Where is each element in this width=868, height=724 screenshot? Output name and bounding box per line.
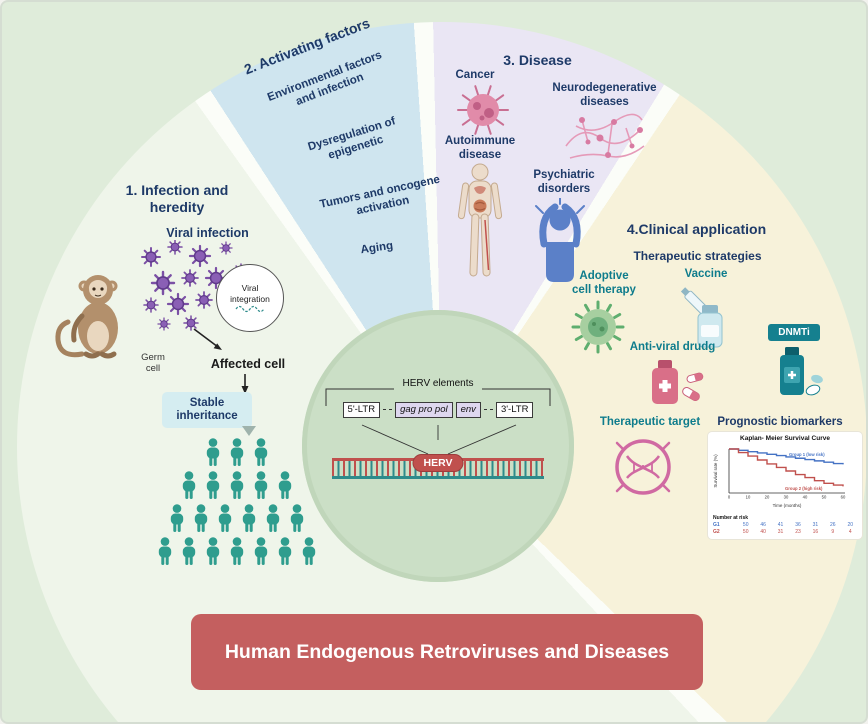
svg-text:60: 60 [841,495,846,500]
svg-text:50: 50 [822,495,827,500]
herv-elements-label: HERV elements [402,378,474,389]
svg-text:20: 20 [765,495,770,500]
population-crowd-icon [158,438,316,565]
km-legend-high-risk: Group 2 (high risk) [785,486,823,491]
km-x-ticks: 0 10 20 30 40 50 60 [728,495,846,500]
km-xlabel: Time (months) [773,503,802,508]
km-series-low-risk [729,448,844,465]
km-chart-plot: Survival rate (%) Time (months) Group 1 … [713,448,846,508]
antiviral-bottle-icon [652,360,704,404]
ltr3-box: 3'-LTR [495,402,534,418]
km-chart-title: Kaplan- Meier Survival Curve [740,435,830,442]
viral-integration-circle: Viral integration [216,264,284,332]
viral-infection-label: Viral infection [166,226,249,240]
svg-text:10: 10 [746,495,751,500]
dash-connector [383,409,393,411]
psychiatric-label: Psychiatric disorders [533,169,595,195]
svg-text:0: 0 [728,495,731,500]
provirus-structure: 5'-LTR gag pro pol env 3'-LTR [310,402,566,418]
inheritance-arrow-icon [241,374,249,394]
autoimmune-label: Autoimmune disease [444,135,516,161]
dna-target-icon [615,439,671,495]
env-box: env [455,402,481,418]
dash-connector [483,409,493,411]
infection-arrow-icon [193,328,222,350]
bracket-lines [325,388,551,406]
affected-cell-label: Affected cell [210,357,286,371]
km-series-high-risk [729,448,844,487]
viral-integration-label: Viral integration [230,283,270,304]
section1-title: 1. Infection and heredity [125,182,229,215]
km-risk-title: Number at risk [713,515,749,521]
stable-inheritance-box: Stable inheritance [162,392,252,428]
svg-text:40: 40 [803,495,808,500]
antiviral-drug-label: Anti-viral drudg [629,341,716,353]
section3-title: 3. Disease [503,52,572,68]
km-ylabel: Survival rate (%) [713,454,718,488]
dna-squiggle-icon [235,305,265,312]
banner-title: Human Endogenous Retroviruses and Diseas… [224,640,670,663]
monkey-icon [55,275,118,359]
cancer-label: Cancer [455,69,495,81]
human-body-icon [457,163,503,277]
germ-cell-label: Germ cell [141,352,165,375]
down-triangle-icon [242,426,256,436]
neuron-network-icon [565,113,645,159]
adoptive-cell-therapy-label: Adoptive cell therapy [572,270,636,296]
herv-center-circle: HERV elements 5'-LTR gag pro pol env 3'-… [302,310,574,582]
therapeutic-target-label: Therapeutic target [599,416,701,428]
prognostic-biomarkers-label: Prognostic biomarkers [717,416,843,428]
stressed-person-icon [535,198,585,282]
neurodegenerative-label: Neurodegenerative diseases [552,82,657,108]
herv-site-label: HERV [412,454,464,472]
stable-inheritance-label: Stable inheritance [176,396,238,422]
gag-pro-pol-box: gag pro pol [395,402,453,418]
title-banner: Human Endogenous Retroviruses and Diseas… [191,614,703,690]
cancer-cell-icon [457,85,509,135]
mapping-lines [361,424,517,455]
cell-therapy-icon [571,300,625,354]
ltr5-box: 5'-LTR [342,402,381,418]
therapeutic-strategies-label: Therapeutic strategies [633,249,762,263]
vaccine-label: Vaccine [684,268,728,280]
km-legend-low-risk: Group 1 (low risk) [789,452,825,457]
section4-title: 4.Clinical application [626,221,767,237]
dnmti-label: DNMTi [768,324,820,341]
vaccine-icon [680,287,723,348]
dnmti-bottle-icon [780,347,823,396]
svg-text:30: 30 [784,495,789,500]
kaplan-meier-chart: Kaplan- Meier Survival Curve Survival ra… [708,432,862,539]
